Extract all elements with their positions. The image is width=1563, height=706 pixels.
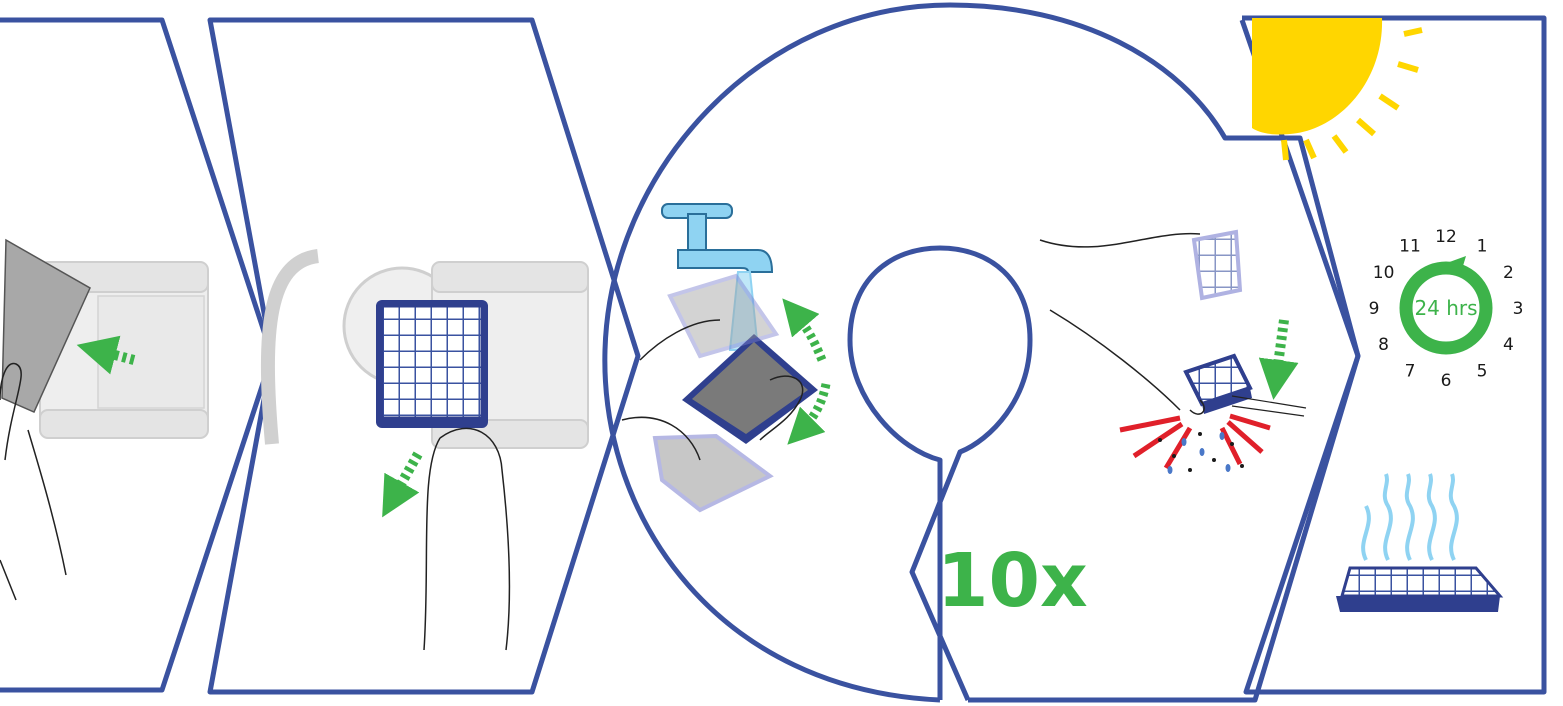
duration-label: 24 hrs [1414, 296, 1477, 320]
arrow-rotate-up-icon [794, 312, 822, 360]
arrow-down-icon [1276, 320, 1284, 380]
steam-lines [1363, 474, 1457, 560]
clock-number: 8 [1378, 335, 1389, 355]
faucet-icon [662, 204, 772, 272]
clock-number: 1 [1477, 237, 1488, 257]
hand-tapping-outline [1040, 234, 1204, 415]
clock-number: 11 [1399, 237, 1421, 257]
hand-pulling-outline [424, 428, 509, 650]
arrow-pull-down-icon [392, 454, 418, 500]
clock-number: 2 [1503, 263, 1514, 283]
filter-drying [1336, 568, 1500, 612]
clock-number: 5 [1477, 361, 1488, 381]
clock-number: 3 [1513, 299, 1524, 319]
clock-number: 7 [1405, 361, 1416, 381]
clock-number: 12 [1435, 227, 1457, 247]
step-3-rinse: 10x [605, 5, 1358, 700]
clock-number: 10 [1373, 263, 1395, 283]
hepa-filter [376, 300, 488, 428]
step-2-remove-filter [210, 20, 638, 692]
clock-number: 4 [1503, 335, 1514, 355]
clock-number: 6 [1441, 371, 1452, 391]
filter-being-rinsed [655, 276, 818, 510]
repeat-count-label: 10x [937, 538, 1088, 624]
filter-tapping [1186, 232, 1252, 414]
clock-number: 9 [1369, 299, 1380, 319]
impact-lines [1120, 416, 1270, 468]
